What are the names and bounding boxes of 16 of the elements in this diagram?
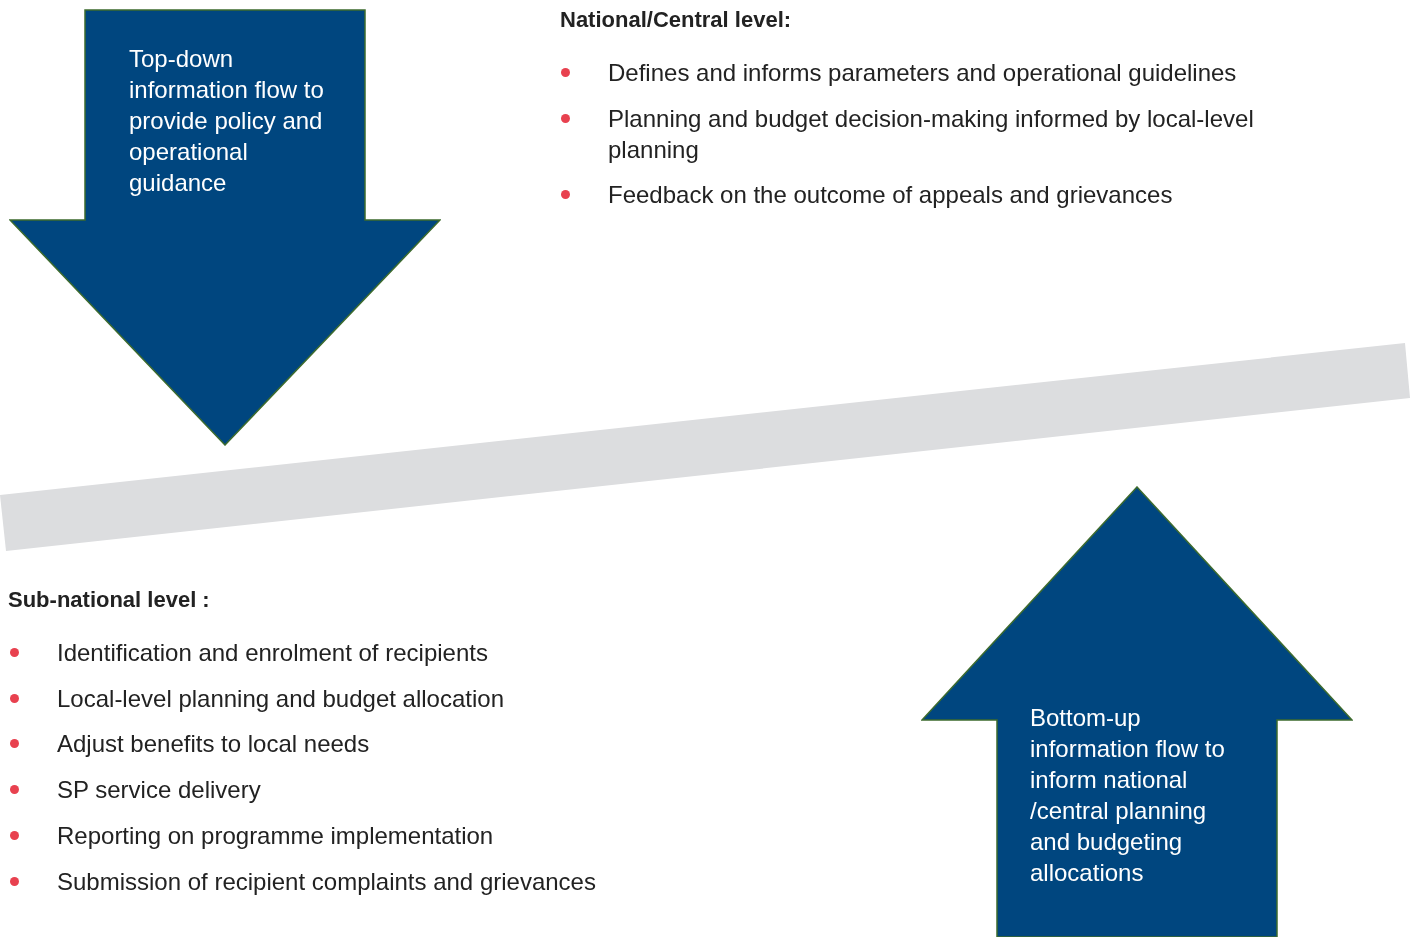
list-item: Local-level planning and budget allocation: [57, 684, 505, 714]
list-item: Planning and budget decision-making informed by local-level planning: [608, 104, 1255, 165]
list-item: Feedback on the outcome of appeals and grievances: [608, 180, 1174, 210]
list-item: Reporting on programme implementation: [57, 821, 495, 851]
arrow-label: Bottom-up information flow to inform national /central planning and budgeting allocations: [1030, 703, 1226, 888]
list-item: Adjust benefits to local needs: [57, 729, 371, 759]
arrow-label: Top-down information flow to provide policy and operational guidance: [129, 44, 325, 198]
list-item: SP service delivery: [57, 775, 262, 805]
list-item: Defines and informs parameters and operational guidelines: [608, 58, 1238, 88]
divider-band: [0, 343, 1410, 551]
section-heading: Sub-national level :: [8, 586, 211, 614]
section-heading: National/Central level:: [560, 6, 793, 34]
list-item: Identification and enrolment of recipients: [57, 638, 489, 668]
down-arrow: [9, 9, 441, 446]
list-item: Submission of recipient complaints and grievances: [57, 867, 597, 897]
up-arrow: [921, 486, 1353, 937]
